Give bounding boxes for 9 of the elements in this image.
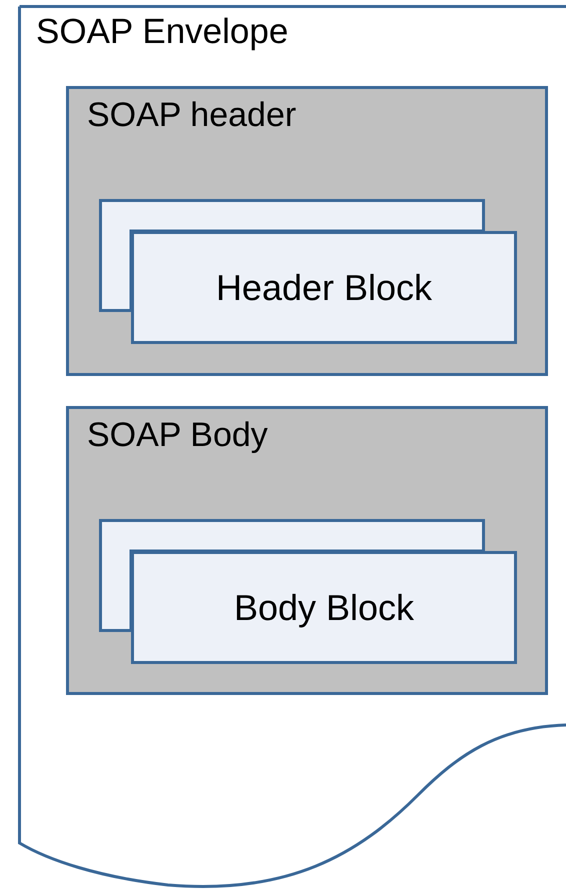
group-title: SOAP header bbox=[87, 95, 296, 136]
group-title: SOAP Envelope bbox=[36, 11, 288, 53]
block-label: Header Block bbox=[216, 266, 432, 308]
block-label: Body Block bbox=[234, 586, 414, 628]
block-box bbox=[131, 551, 517, 664]
group-box bbox=[66, 406, 548, 695]
group-title: SOAP Body bbox=[87, 415, 268, 456]
group-box bbox=[66, 86, 548, 376]
block-box bbox=[131, 231, 517, 344]
